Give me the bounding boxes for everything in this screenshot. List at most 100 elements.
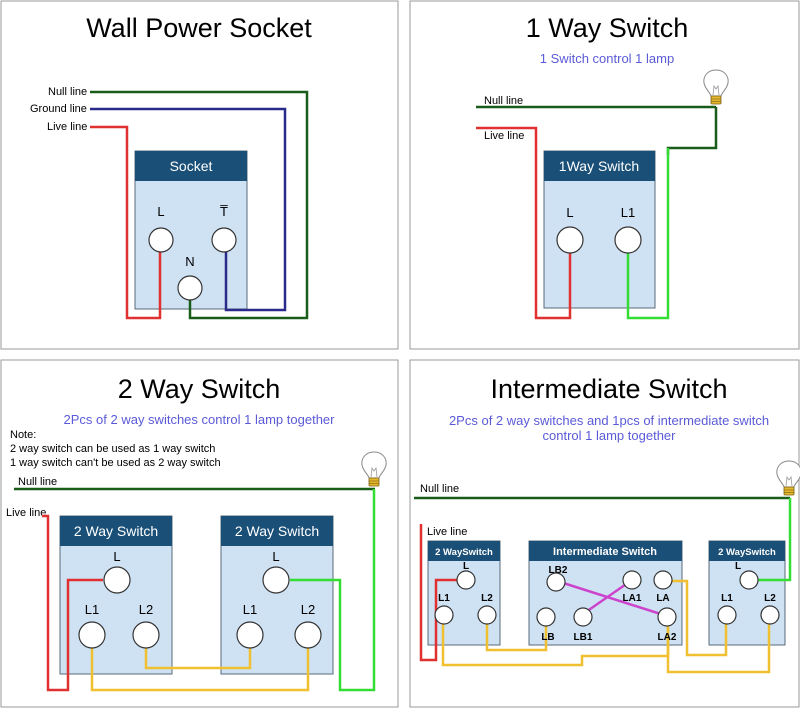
- left-terminal-l1: [434, 605, 454, 625]
- right-terminal-l1-label: L1: [721, 593, 733, 604]
- left-terminal-l1-label: L1: [438, 593, 450, 604]
- traveler-wire-a: [485, 618, 548, 652]
- one-way-switch-title: 1Way Switch: [559, 158, 639, 174]
- panel-subtitle-line-2: control 1 lamp together: [543, 428, 677, 443]
- null-line-label: Null line: [420, 483, 459, 495]
- terminal-la2-label: LA2: [658, 632, 677, 643]
- panel-intermediate-switch: Intermediate Switch 2Pcs of 2 way switch…: [409, 359, 800, 708]
- left-terminal-l2: [132, 621, 160, 649]
- two-way-switch-left-title: 2 Way Switch: [74, 523, 158, 539]
- null-line-label: Null line: [18, 476, 57, 488]
- right-terminal-l-label: L: [735, 561, 741, 572]
- left-terminal-l2: [477, 605, 497, 625]
- right-switch-header: [709, 541, 785, 561]
- right-terminal-l: [739, 570, 759, 590]
- left-terminal-l2-label: L2: [139, 602, 153, 617]
- terminal-n-label: N: [185, 254, 194, 269]
- live-line-label: Live line: [47, 121, 87, 133]
- live-line-label: Live line: [427, 526, 467, 538]
- cross-wire-1: [556, 579, 668, 618]
- left-switch-header: [428, 541, 500, 561]
- panel-title: Wall Power Socket: [86, 13, 312, 43]
- live-wire: [476, 126, 572, 320]
- left-terminal-l2-label: L2: [481, 593, 493, 604]
- traveler-wire-1: [90, 642, 310, 692]
- right-terminal-l: [262, 566, 290, 594]
- terminal-la1: [622, 570, 642, 590]
- terminal-l: [556, 226, 584, 254]
- right-terminal-l2: [760, 605, 780, 625]
- null-line-label: Null line: [484, 95, 523, 107]
- terminal-t-label: T̅: [220, 204, 228, 219]
- cross-wire-2: [582, 578, 633, 616]
- right-terminal-l1-label: L1: [243, 602, 257, 617]
- panel-title: 2 Way Switch: [118, 374, 281, 404]
- two-way-switch-right-title: 2 Way Switch: [235, 523, 319, 539]
- live-line-label: Live line: [6, 507, 46, 519]
- live-wire: [90, 125, 162, 320]
- panel-subtitle: 2Pcs of 2 way switches control 1 lamp to…: [64, 412, 336, 427]
- switched-wire: [750, 498, 792, 582]
- terminal-lb2: [546, 572, 566, 592]
- note-heading: Note:: [10, 429, 36, 441]
- right-terminal-l2-label: L2: [301, 602, 315, 617]
- terminal-la-label: LA: [656, 593, 669, 604]
- terminal-lb-label: LB: [541, 632, 554, 643]
- traveler-wire-c: [662, 579, 728, 657]
- two-way-switch-right-header: [221, 516, 333, 546]
- switched-wire: [290, 489, 376, 692]
- terminal-lb2-label: LB2: [549, 565, 568, 576]
- panel-one-way-switch: 1 Way Switch 1 Switch control 1 lamp Nul…: [409, 0, 800, 350]
- null-wire: [90, 90, 309, 320]
- ground-line-label: Ground line: [30, 103, 87, 115]
- live-wire: [42, 514, 103, 692]
- intermediate-switch-header: [529, 541, 682, 561]
- terminal-lb1: [573, 607, 593, 627]
- panel-title: Intermediate Switch: [490, 374, 727, 404]
- terminal-l1-label: L1: [621, 205, 635, 220]
- traveler-wire-2: [144, 642, 252, 670]
- terminal-l1: [614, 226, 642, 254]
- note-line-2: 1 way switch can't be used as 2 way swit…: [10, 457, 221, 469]
- left-terminal-l-label: L: [463, 561, 469, 572]
- left-switch-title: 2 WaySwitch: [435, 547, 493, 558]
- terminal-la: [653, 570, 673, 590]
- terminal-lb1-label: LB1: [574, 632, 593, 643]
- left-terminal-l1: [78, 621, 106, 649]
- panel-two-way-switch: 2 Way Switch 2Pcs of 2 way switches cont…: [0, 359, 399, 708]
- terminal-la2: [657, 607, 677, 627]
- socket-header: [135, 151, 247, 181]
- terminal-l-label: L: [566, 205, 573, 220]
- right-terminal-l2: [294, 621, 322, 649]
- live-line-label: Live line: [484, 130, 524, 142]
- terminal-t: [211, 227, 237, 253]
- terminal-lb: [536, 607, 556, 627]
- two-way-switch-left-header: [60, 516, 172, 546]
- right-switch-title: 2 WaySwitch: [718, 547, 776, 558]
- terminal-n: [177, 275, 203, 301]
- note-line-1: 2 way switch can be used as 1 way switch: [10, 443, 215, 455]
- terminal-l: [148, 227, 174, 253]
- panel-title: 1 Way Switch: [526, 13, 689, 43]
- terminal-la1-label: LA1: [623, 593, 642, 604]
- traveler-wire-d: [666, 618, 771, 674]
- right-terminal-l2-label: L2: [764, 593, 776, 604]
- one-way-switch-header: [544, 151, 655, 181]
- right-terminal-l1: [717, 605, 737, 625]
- left-terminal-l-label: L: [113, 549, 120, 564]
- null-line-label: Null line: [48, 86, 87, 98]
- panel-subtitle: 1 Switch control 1 lamp: [540, 51, 674, 66]
- intermediate-switch-title: Intermediate Switch: [553, 546, 657, 558]
- switched-wire: [626, 148, 670, 320]
- socket-title: Socket: [170, 158, 213, 174]
- live-wire: [419, 524, 464, 662]
- left-terminal-l1-label: L1: [85, 602, 99, 617]
- panel-subtitle-line-1: 2Pcs of 2 way switches and 1pcs of inter…: [449, 413, 769, 428]
- panel-wall-socket: Wall Power Socket Null line Ground line …: [0, 0, 399, 350]
- left-terminal-l: [103, 566, 131, 594]
- right-terminal-l-label: L: [272, 549, 279, 564]
- terminal-l-label: L: [157, 204, 164, 219]
- left-terminal-l: [456, 570, 476, 590]
- ground-wire: [90, 107, 287, 312]
- right-terminal-l1: [236, 621, 264, 649]
